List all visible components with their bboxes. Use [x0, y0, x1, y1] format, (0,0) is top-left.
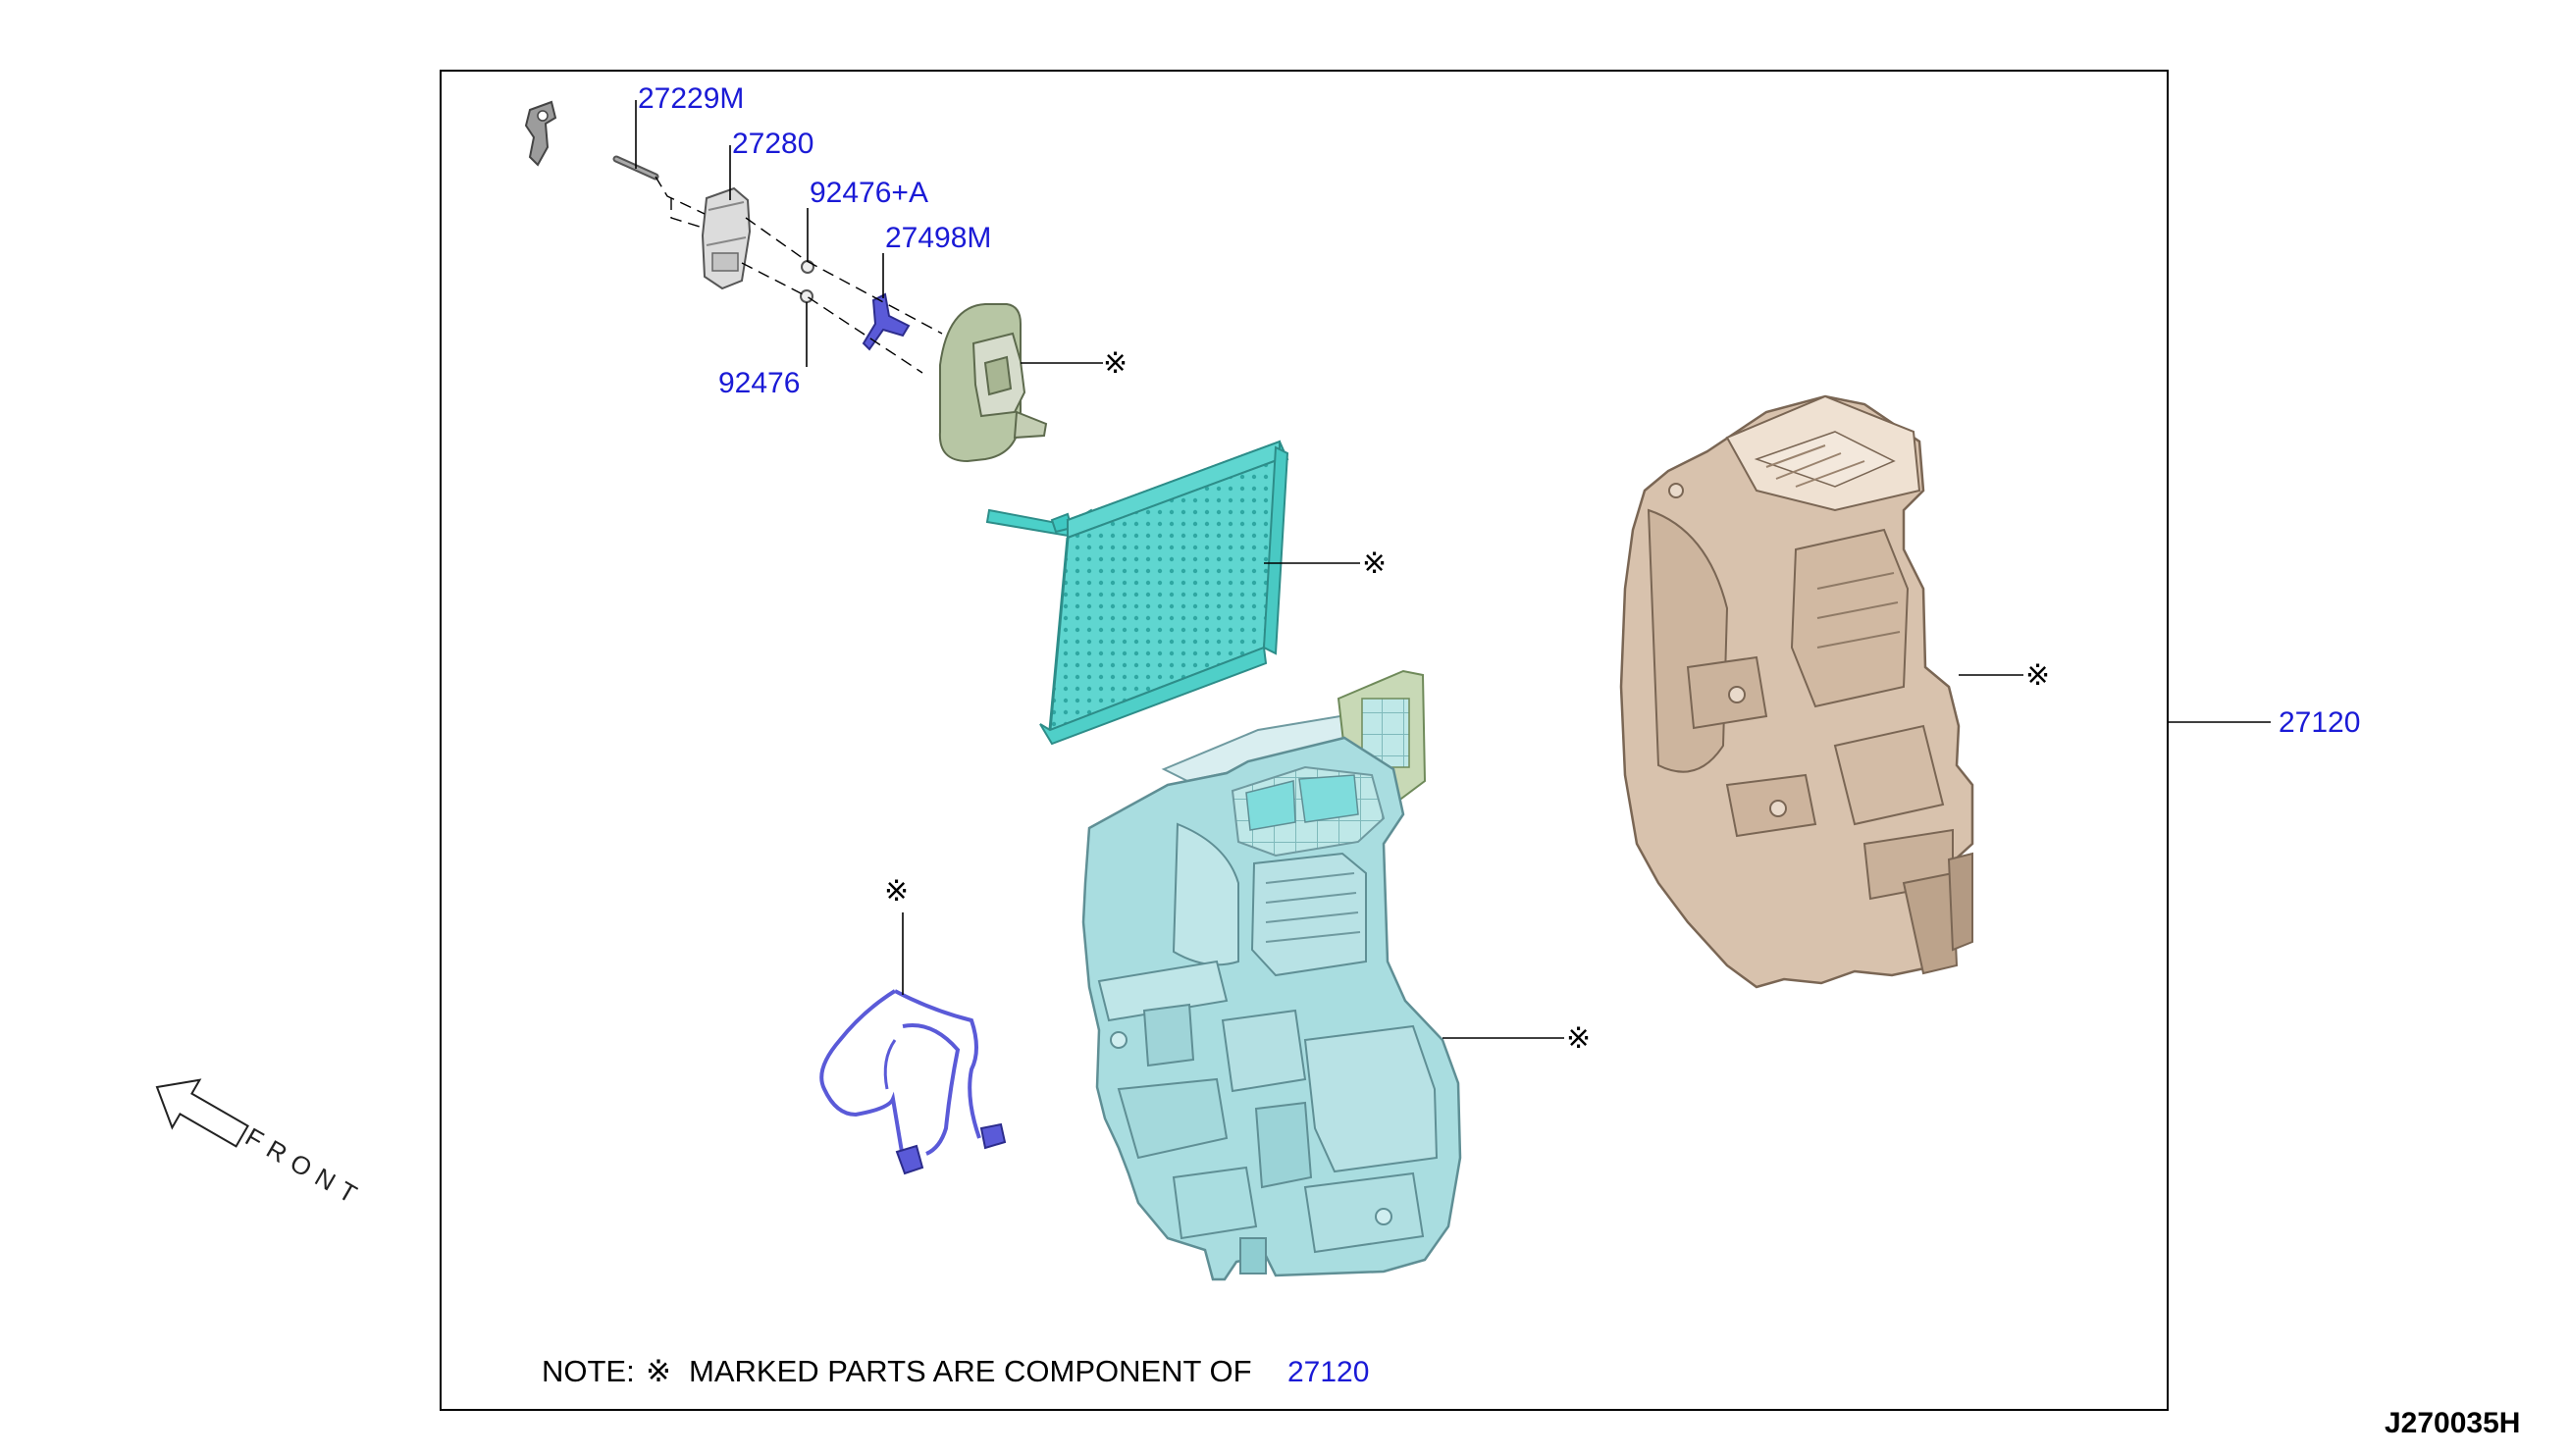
- label-27498m: 27498M: [885, 222, 991, 254]
- note-part-number: 27120: [1287, 1356, 1369, 1388]
- exploded-line-d: [741, 262, 923, 374]
- front-label: FRONT: [240, 1121, 370, 1213]
- label-92476a: 92476+A: [810, 177, 928, 209]
- exploded-line-a: [655, 176, 706, 215]
- screw-lower-icon: [800, 289, 813, 303]
- diagram-frame: [440, 70, 2169, 1411]
- blower-housing-icon: [938, 303, 1048, 463]
- diagram-code: J270035H: [2385, 1407, 2520, 1439]
- note-mark: ※: [646, 1354, 671, 1388]
- evaporator-core-icon: [985, 440, 1289, 746]
- label-27229m: 27229M: [638, 82, 744, 115]
- heater-case-icon: [1081, 669, 1462, 1281]
- label-27120: 27120: [2279, 706, 2360, 739]
- small-bracket-icon: [524, 100, 557, 167]
- wiring-harness-icon: [819, 989, 1007, 1175]
- mark-heater-case: ※: [1566, 1022, 1591, 1055]
- note-text: MARKED PARTS ARE COMPONENT OF: [689, 1354, 1252, 1388]
- label-92476: 92476: [718, 367, 800, 399]
- side-case-icon: [1619, 394, 1974, 989]
- exploded-line-b: [670, 198, 704, 229]
- link-lever-icon: [862, 292, 911, 351]
- screw-upper-icon: [801, 260, 814, 274]
- note-prefix: NOTE:: [542, 1354, 635, 1388]
- mark-blower-housing: ※: [1103, 347, 1128, 380]
- mark-harness: ※: [884, 875, 909, 908]
- front-arrow-icon: [155, 1078, 249, 1148]
- mark-evaporator: ※: [1362, 547, 1387, 580]
- exploded-line-c: [745, 217, 943, 335]
- mark-side-case: ※: [2025, 659, 2050, 692]
- label-27280: 27280: [732, 128, 813, 160]
- actuator-motor-icon: [701, 186, 752, 290]
